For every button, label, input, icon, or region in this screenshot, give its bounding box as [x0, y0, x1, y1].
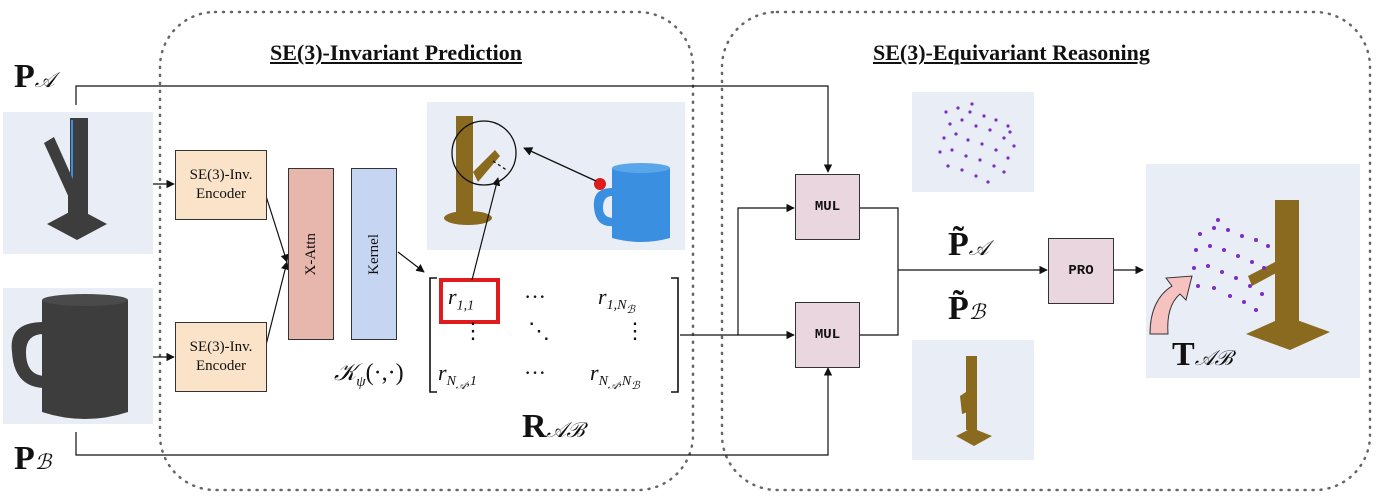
invariant-section-frame [158, 10, 695, 492]
pa-bypass-line [75, 85, 833, 173]
mul-bottom-block: MUL [795, 302, 860, 368]
encoder-top-line1: SE(3)-Inv. [189, 167, 253, 183]
kernel-block: Kernel [351, 168, 397, 340]
rnn-tail: ,N [618, 374, 632, 390]
rnn-sub: N [598, 374, 608, 390]
matrix-vdots-right: ⋮ [624, 318, 646, 343]
encoder-bottom-line2: Encoder [196, 358, 246, 374]
matrix-entry-rn1: rN𝒜,1 [438, 360, 477, 393]
matrix-vdots-left: ⋮ [462, 318, 484, 343]
kernel-function-label: 𝒦ψ(·,·) [334, 360, 404, 391]
pb-subscript: ℬ [34, 450, 52, 474]
result-panel [1146, 164, 1360, 378]
pb-symbol: P [14, 440, 35, 477]
pro-block: PRO [1048, 238, 1114, 304]
matrix-ddots: ⋱ [528, 318, 550, 343]
x-attn-label: X-Attn [302, 232, 319, 276]
matrix-entry-rnn: rN𝒜,Nℬ [590, 360, 640, 393]
matrix-entry-r1n: r1,Nℬ [598, 284, 635, 316]
r1n-subsub: ℬ [626, 304, 636, 317]
pa-label: P𝒜 [14, 58, 55, 96]
matrix-hdots-bottom: ··· [524, 360, 546, 385]
pb-label: Pℬ [14, 440, 51, 478]
invariant-section-title: SE(3)-Invariant Prediction [270, 40, 522, 65]
rn1-tail: ,1 [466, 374, 477, 390]
result-illustration [1192, 200, 1330, 350]
encoder-bottom-line1: SE(3)-Inv. [189, 339, 253, 355]
kernel-to-matrix [397, 251, 425, 273]
transform-sub: 𝒜ℬ [1194, 346, 1233, 370]
rnn-subsub: 𝒜 [607, 380, 619, 393]
kernel-function-symbol: 𝒦 [334, 360, 357, 386]
matrix-label-symbol: R [522, 408, 547, 445]
equivariant-section-frame [720, 10, 1372, 492]
matrix-hdots-top: ··· [524, 284, 546, 309]
mul-top-block: MUL [795, 174, 860, 240]
r11-sub: 1,1 [456, 298, 475, 314]
mug-model-icon [11, 294, 128, 419]
mul-top-to-merge [860, 207, 899, 270]
curved-arrow-icon [1149, 275, 1193, 335]
r1n-sub: 1,N [606, 298, 627, 314]
transform-symbol: T [1172, 336, 1195, 373]
rn1-sub: N [446, 374, 456, 390]
pa-tilde-label: P̃𝒜 [948, 226, 989, 264]
kernel-label: Kernel [365, 233, 382, 275]
pro-label: PRO [1068, 262, 1094, 279]
kernel-function-sub: ψ [356, 373, 366, 390]
matrix-right-bracket [671, 277, 679, 393]
x-attn-block: X-Attn [288, 168, 334, 340]
mul-top-label: MUL [814, 198, 841, 215]
encoder-top-block: SE(3)-Inv. Encoder [175, 150, 267, 220]
r11-base: r [448, 284, 457, 309]
point-cloud-icon [938, 102, 1016, 184]
matrix-left-bracket [429, 277, 437, 393]
pb-tilde-sub: ℬ [968, 300, 986, 324]
matrix-label: R𝒜ℬ [522, 408, 584, 446]
pa-tilde-sub: 𝒜 [968, 236, 989, 260]
correspondence-illustration [444, 116, 670, 242]
pb-bypass-line [75, 367, 833, 456]
encoder-top-line2: Encoder [196, 186, 246, 202]
matrix-label-sub: 𝒜ℬ [546, 418, 585, 442]
mul-bottom-to-merge [860, 270, 899, 336]
rn1-base: r [438, 360, 447, 385]
rack-model-icon [44, 118, 107, 240]
r1n-base: r [598, 284, 607, 309]
enc-bottom-to-xattn [265, 261, 290, 346]
split-to-mul-top [737, 203, 795, 335]
pa-tilde-symbol: P̃ [948, 226, 969, 263]
equivariant-section-title: SE(3)-Equivariant Reasoning [873, 40, 1150, 65]
rn1-subsub: 𝒜 [455, 380, 467, 393]
kernel-function-args: (·,·) [365, 360, 404, 386]
rnn-base: r [590, 360, 599, 385]
encoder-bottom-block: SE(3)-Inv. Encoder [175, 322, 267, 392]
transform-label: T𝒜ℬ [1172, 336, 1232, 374]
pa-tilde-panel [912, 92, 1034, 192]
pa-subscript: 𝒜 [34, 68, 55, 92]
pb-tilde-symbol: P̃ [948, 290, 969, 327]
branch-point-cloud [956, 356, 992, 446]
pa-symbol: P [14, 58, 35, 95]
matrix-entry-r11: r1,1 [448, 284, 474, 314]
entry-to-illustration [471, 177, 501, 281]
enc-top-to-xattn [265, 195, 289, 263]
pb-tilde-label: P̃ℬ [948, 290, 985, 328]
highlighted-entry-box [439, 278, 500, 324]
rnn-tail2: ℬ [631, 380, 640, 393]
mul-bottom-label: MUL [814, 326, 841, 343]
